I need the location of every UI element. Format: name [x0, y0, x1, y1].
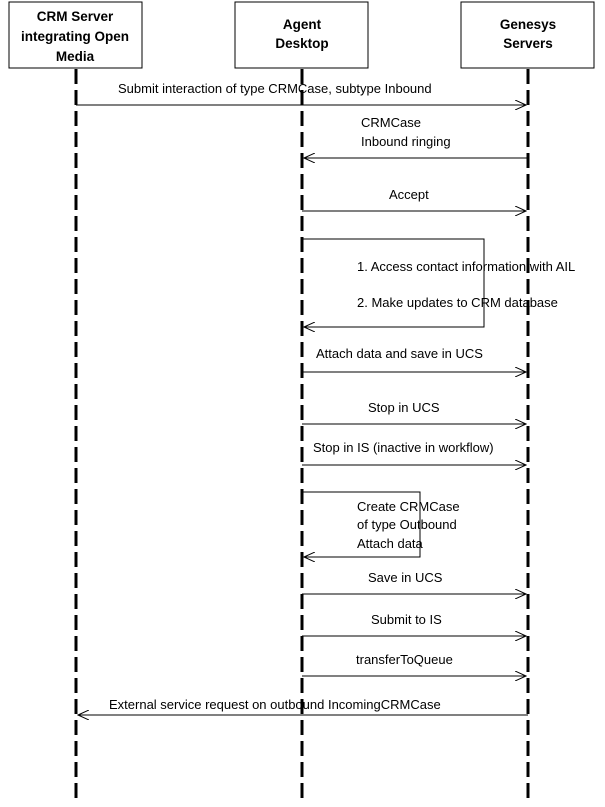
message-label: transferToQueue [356, 652, 453, 667]
message-inbound-ringing: CRMCase Inbound ringing [304, 115, 528, 158]
message-label: Submit interaction of type CRMCase, subt… [118, 81, 432, 96]
participant-label: Media [56, 49, 95, 64]
participant-label: Desktop [275, 36, 328, 51]
message-label: Inbound ringing [361, 134, 451, 149]
message-label: Stop in IS (inactive in workflow) [313, 440, 494, 455]
message-external-service-request: External service request on outbound Inc… [78, 697, 528, 715]
message-submit-interaction: Submit interaction of type CRMCase, subt… [76, 81, 526, 105]
message-label: Attach data and save in UCS [316, 346, 483, 361]
participant-label: integrating Open [21, 29, 129, 44]
message-label: Create CRMCase [357, 499, 460, 514]
message-label: Save in UCS [368, 570, 443, 585]
participant-label: CRM Server [37, 9, 114, 24]
message-attach-save-ucs: Attach data and save in UCS [302, 346, 526, 372]
message-label: Attach data [357, 536, 424, 551]
participant-label: Genesys [500, 17, 556, 32]
message-label: CRMCase [361, 115, 421, 130]
message-label: 2. Make updates to CRM database [357, 295, 558, 310]
participant-agent-desktop: Agent Desktop [234, 1, 369, 69]
message-label: Stop in UCS [368, 400, 440, 415]
participant-label: Servers [503, 36, 553, 51]
participant-label: Agent [283, 17, 322, 32]
message-label: Submit to IS [371, 612, 442, 627]
message-label: External service request on outbound Inc… [109, 697, 441, 712]
message-save-ucs: Save in UCS [302, 570, 526, 594]
participant-crm-server: CRM Server integrating Open Media [8, 1, 143, 69]
message-stop-is: Stop in IS (inactive in workflow) [302, 440, 526, 465]
message-accept: Accept [302, 187, 526, 211]
message-submit-is: Submit to IS [302, 612, 526, 636]
participant-genesys-servers: Genesys Servers [460, 1, 595, 69]
message-label: Accept [389, 187, 429, 202]
message-label: of type Outbound [357, 517, 457, 532]
message-transfer-to-queue: transferToQueue [302, 652, 526, 676]
message-self-crm-access: 1. Access contact information with AIL 2… [302, 238, 575, 327]
message-stop-ucs: Stop in UCS [302, 400, 526, 424]
message-label: 1. Access contact information with AIL [357, 259, 575, 274]
message-self-create-crmcase: Create CRMCase of type Outbound Attach d… [302, 491, 460, 557]
